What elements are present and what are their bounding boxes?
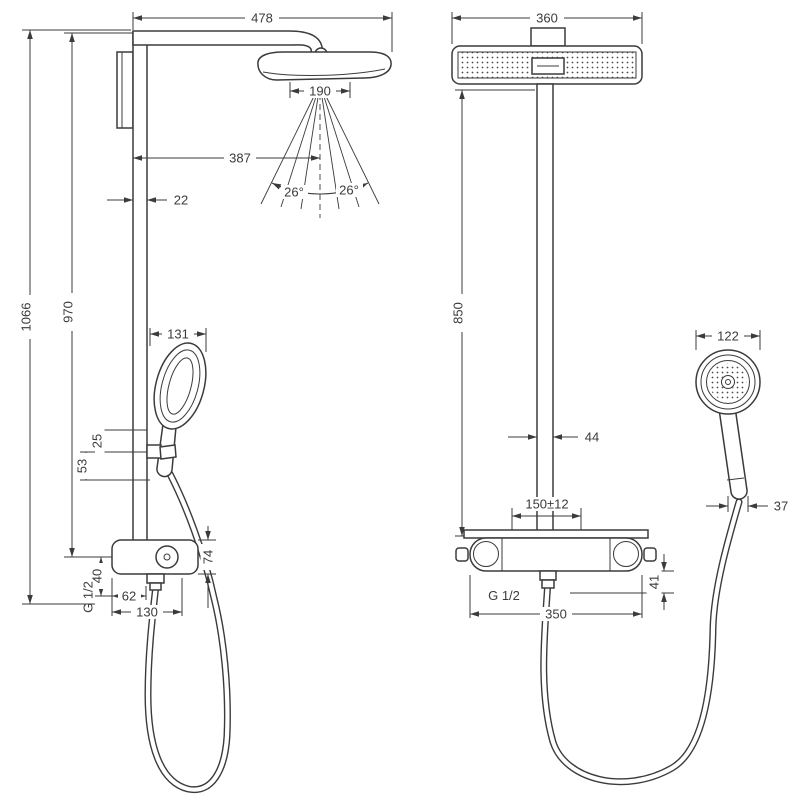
side-view-parts: [111, 30, 392, 794]
overhead-shower-front: [451, 45, 643, 85]
dim-label-handshower-width: 122: [717, 329, 739, 344]
side-view: 478 190 387 22 26°: [18, 11, 393, 794]
dim-valve-drop: 41: [570, 554, 674, 610]
dim-label-head-offset: 387: [229, 151, 251, 166]
temperature-control: [473, 541, 499, 567]
overhead-shower-side: [257, 51, 392, 81]
side-view-dimensions: 478 190 387 22 26°: [18, 11, 393, 620]
angle-label-right: 26°: [339, 183, 359, 198]
dim-label-total-height: 1066: [19, 303, 34, 332]
dim-arm-reach: 478: [132, 11, 393, 52]
wall-bracket: [116, 51, 134, 129]
thread-label-front: G 1/2: [488, 588, 520, 603]
hand-shower-handle-front: [718, 406, 748, 500]
dim-label-valve-depth: 130: [136, 605, 158, 620]
dim-supply-spacing: 150±12: [511, 497, 582, 530]
dim-label-column-height: 850: [451, 302, 466, 324]
hose-outlet-front: [539, 570, 557, 581]
spray-cone: [260, 83, 380, 218]
dim-valve-width: 350: [469, 575, 643, 622]
dim-bar-height: 970: [60, 32, 133, 558]
dim-column-width: 44: [508, 430, 599, 445]
dim-head-width: 360: [451, 11, 643, 44]
dim-pipe: 22: [107, 193, 188, 208]
thread-label-side: G 1/2: [81, 581, 96, 613]
dim-head-offset: 387: [133, 151, 320, 166]
hand-shower-front: [695, 349, 761, 500]
dim-holder-drop: 53: [74, 451, 150, 481]
thread-text-side: G 1/2: [81, 581, 96, 613]
dim-handshower-length: 131: [149, 327, 207, 352]
valve-shelf: [463, 529, 649, 539]
thread-text-front: G 1/2: [488, 588, 520, 603]
front-view: 360 850 44 150±12: [450, 11, 788, 786]
dim-label-outlet-drop: 40: [90, 569, 105, 583]
dim-outlet-drop: 40: [89, 557, 112, 597]
dim-label-valve-height: 74: [201, 550, 216, 564]
dim-holder-offset: 25: [89, 428, 147, 454]
dim-label-column-width: 44: [585, 430, 599, 445]
hand-shower-side: [146, 342, 207, 478]
dim-outlet-offset: 62: [111, 578, 147, 616]
hose-outlet-side: [146, 573, 165, 584]
valve-knob: [155, 545, 179, 569]
dim-handshower-width: 122: [695, 329, 761, 350]
angle-label-left: 26°: [284, 185, 304, 200]
dim-spray-angles: 26° 26°: [281, 183, 363, 200]
dim-label-holder-drop: 53: [75, 459, 90, 473]
shower-column: [536, 83, 554, 537]
dim-label-holder-offset: 25: [90, 434, 105, 448]
shower-bar: [132, 31, 148, 558]
dim-label-handshower-length: 131: [167, 327, 189, 342]
dim-label-pipe: 22: [174, 193, 188, 208]
front-view-dimensions: 360 850 44 150±12: [450, 11, 788, 622]
thermostat-valve-front: [455, 529, 657, 589]
dim-label-valve-width: 350: [545, 607, 567, 622]
dim-label-arm-reach: 478: [251, 11, 273, 26]
shower-hose-side: [144, 470, 231, 794]
dim-column-height: 850: [450, 89, 535, 537]
hand-shower-holder: [146, 444, 162, 459]
dim-label-handle-width: 37: [774, 499, 788, 514]
valve-left-knob-end: [455, 547, 469, 562]
dim-label-valve-drop: 41: [647, 575, 662, 589]
shower-hose-front: [540, 498, 743, 786]
dim-label-bar-height: 970: [61, 301, 76, 323]
front-view-parts: [451, 27, 761, 786]
dim-label-outlet-offset: 62: [122, 589, 136, 604]
thermostat-valve-side: [111, 539, 199, 591]
dim-valve-depth: 130: [112, 578, 183, 620]
volume-control: [613, 541, 639, 567]
dim-label-head-width: 360: [536, 11, 558, 26]
valve-right-knob-end: [643, 547, 657, 562]
dim-spray-diameter: 190: [289, 82, 351, 99]
dim-valve-height: 74: [198, 526, 216, 608]
dim-label-supply-spacing: 150±12: [525, 497, 568, 512]
dim-label-spray-diameter: 190: [309, 84, 331, 99]
dim-handle-width: 37: [706, 496, 788, 514]
head-bracket: [530, 27, 566, 47]
dim-total-height: 1066: [18, 29, 131, 605]
